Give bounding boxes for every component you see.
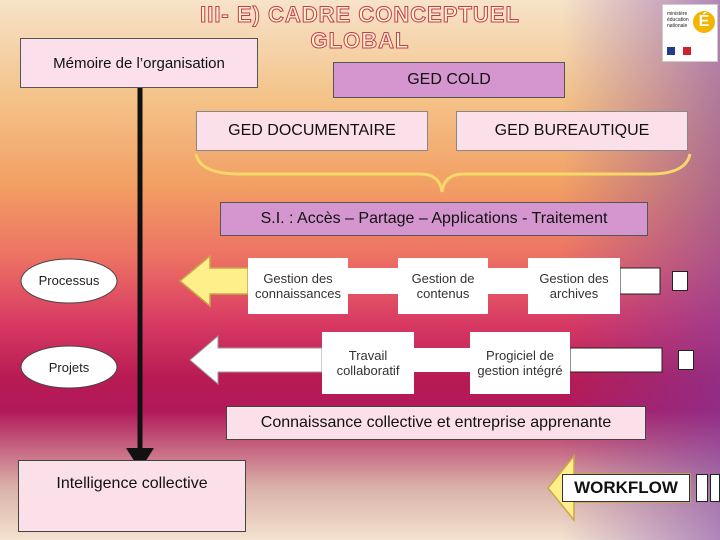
- vertical-arrow-head: [126, 448, 154, 470]
- ged-bureautique-box: GED BUREAUTIQUE: [456, 111, 688, 151]
- workflow-box: WORKFLOW: [562, 474, 690, 502]
- connaissance-collective-box: Connaissance collective et entreprise ap…: [226, 406, 646, 440]
- logo-lettering: ministère éducation nationale: [667, 11, 689, 29]
- curly-brace: [194, 153, 692, 193]
- ged-documentaire-box: GED DOCUMENTAIRE: [196, 111, 428, 151]
- processus-arrow: [178, 254, 249, 308]
- travail-collaboratif-box: Travail collaboratif: [322, 332, 414, 394]
- row2-connector-1: [414, 348, 470, 372]
- workflow-end-square-1: [696, 474, 708, 502]
- processus-oval: [20, 258, 118, 304]
- projets-oval: [20, 345, 118, 389]
- row1-end-square: [672, 271, 688, 291]
- gestion-connaissances-box: Gestion des connaissances: [248, 258, 348, 314]
- gestion-archives-box: Gestion des archives: [528, 258, 620, 314]
- page-title: III- E) CADRE CONCEPTUEL GLOBAL: [200, 2, 520, 54]
- logo-e-icon: É: [693, 11, 715, 33]
- flag-icon: [667, 47, 691, 55]
- projets-arrow: [189, 334, 323, 386]
- workflow-end-square-2: [710, 474, 720, 502]
- memoire-box: Mémoire de l’organisation: [20, 38, 258, 88]
- row2-end-square: [678, 350, 694, 370]
- intelligence-collective-box: Intelligence collective: [18, 460, 246, 532]
- ged-cold-box: GED COLD: [333, 62, 565, 98]
- si-box: S.I. : Accès – Partage – Applications - …: [220, 202, 648, 236]
- row1-connector-2: [488, 268, 528, 294]
- progiciel-box: Progiciel de gestion intégré: [470, 332, 570, 394]
- row2-connector-2: [569, 347, 663, 373]
- processus-label: Processus: [38, 272, 100, 288]
- projets-label: Projets: [48, 359, 90, 375]
- row1-connector-1: [348, 268, 398, 294]
- row1-connector-3: [619, 267, 661, 295]
- ministry-logo: ministère éducation nationale É: [662, 4, 718, 62]
- gestion-contenus-box: Gestion de contenus: [398, 258, 488, 314]
